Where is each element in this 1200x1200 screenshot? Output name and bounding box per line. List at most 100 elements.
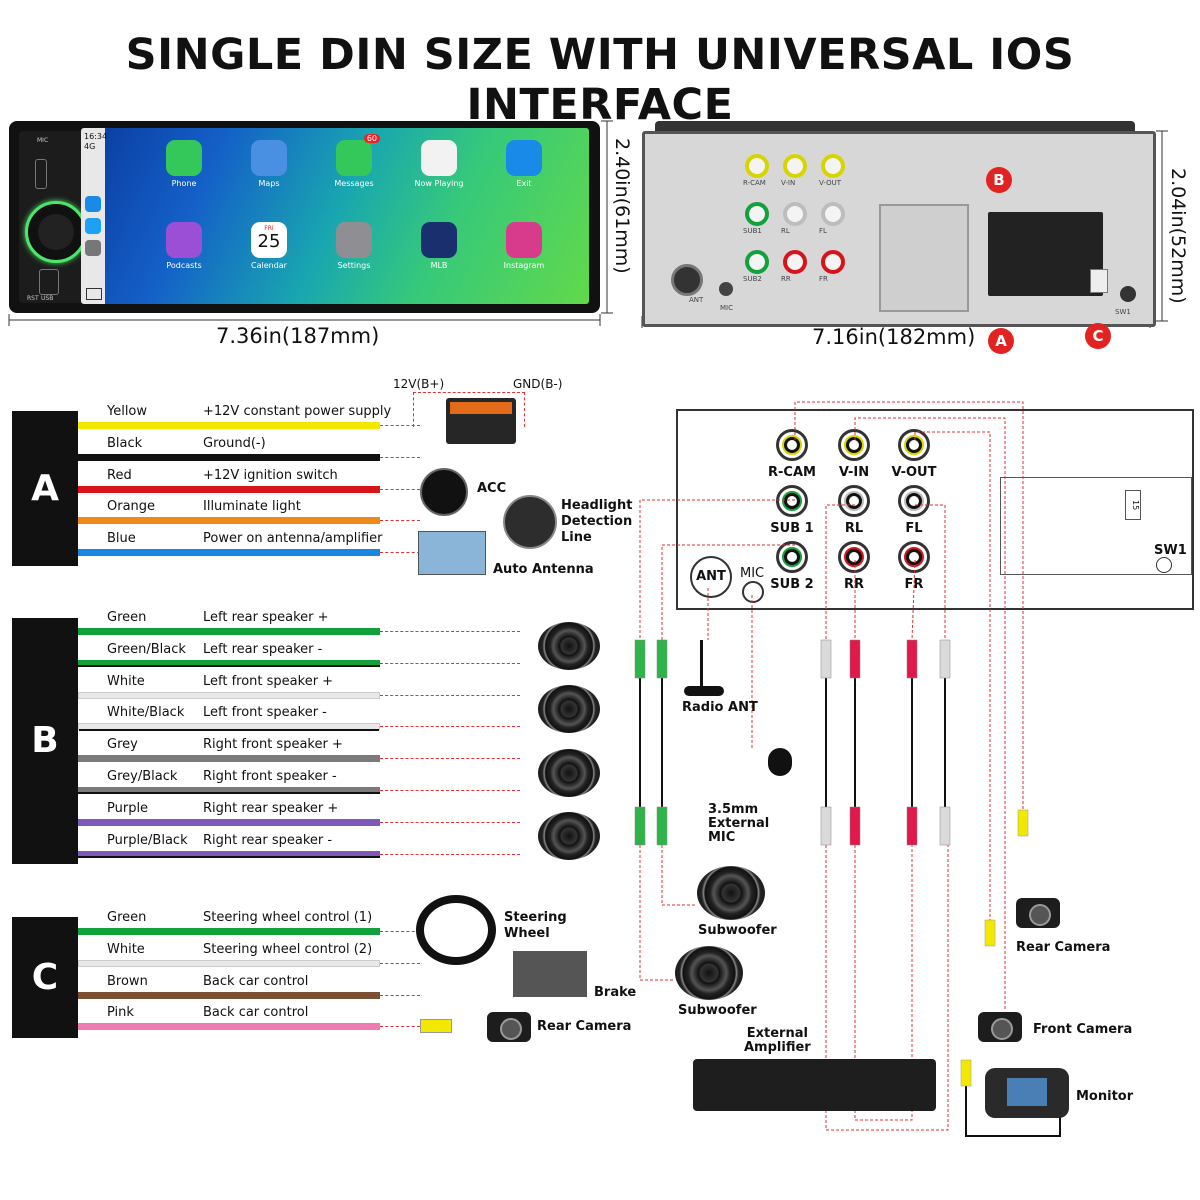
fl-dash	[915, 504, 946, 640]
exit-icon	[506, 140, 542, 176]
lead-line	[380, 520, 420, 522]
back-label-ant: ANT	[689, 296, 704, 304]
rst-label: RST	[27, 295, 39, 302]
wire-color-name: Purple/Black	[107, 832, 188, 848]
wire-function: Ground(-)	[203, 435, 266, 451]
jack-v-in	[838, 429, 870, 461]
lead-line	[380, 694, 520, 696]
lead-line	[380, 1026, 420, 1028]
app-phone[interactable]: Phone	[153, 140, 215, 188]
lead-line	[380, 931, 420, 932]
lead-line	[380, 994, 420, 996]
mic-label: MIC	[37, 137, 49, 144]
app-exit[interactable]: Exit	[493, 140, 555, 188]
app-podcasts[interactable]: Podcasts	[153, 222, 215, 270]
back-jack-fl	[821, 202, 845, 226]
rear-camera-label: Rear Camera	[1016, 940, 1111, 955]
wire-function: +12V ignition switch	[203, 467, 338, 483]
lead-line	[380, 758, 520, 760]
wire-function: Right rear speaker +	[203, 800, 339, 816]
back-jack-fr	[821, 250, 845, 274]
jack-label: SUB 2	[770, 577, 814, 592]
ignition-key-icon	[420, 468, 468, 516]
app-settings[interactable]: Settings	[323, 222, 385, 270]
wire-green	[78, 628, 380, 635]
twitter-icon[interactable]	[85, 218, 101, 234]
volume-knob[interactable]	[25, 201, 87, 263]
wire-color-name: Orange	[107, 499, 156, 515]
app-instagram[interactable]: Instagram	[493, 222, 555, 270]
speaker-3	[538, 749, 600, 797]
app-label: Messages	[334, 179, 374, 188]
rca-plug	[634, 639, 646, 679]
lead-line	[380, 662, 520, 664]
navigation-icon[interactable]	[85, 196, 101, 212]
interface-ant-port: ANT	[690, 556, 732, 598]
rear-camera-left-label: Rear Camera	[537, 1019, 632, 1034]
jack-label: FR	[904, 577, 924, 592]
maps-icon	[251, 140, 287, 176]
back-jack-v-out	[821, 154, 845, 178]
back-jack-label: FR	[819, 275, 828, 283]
app-label: Podcasts	[166, 261, 202, 270]
status-bar: 16:34 4G	[81, 128, 107, 304]
wire-color-name: Pink	[107, 1005, 134, 1021]
app-mlb[interactable]: MLB	[408, 222, 470, 270]
messages-icon: 60	[336, 134, 380, 176]
wire-color-name: White/Black	[107, 705, 185, 721]
back-jack-sub1	[745, 202, 769, 226]
usb-port	[39, 269, 59, 295]
radio-ant-label: Radio ANT	[682, 700, 758, 715]
wire-color-name: White	[107, 941, 145, 957]
now-playing-icon	[421, 140, 457, 176]
app-label: Settings	[337, 261, 371, 270]
video-plug	[1017, 809, 1029, 837]
fr-dash	[911, 559, 916, 641]
app-now-playing[interactable]: Now Playing	[408, 140, 470, 188]
wire-color-name: Yellow	[107, 404, 148, 419]
monitor-label: Monitor	[1076, 1089, 1134, 1104]
app-maps[interactable]: Maps	[238, 140, 300, 188]
wire-function: Left rear speaker -	[203, 641, 323, 657]
jack-label: V-OUT	[891, 465, 937, 480]
unit-control-panel: MIC RST USB	[19, 131, 89, 303]
auto-antenna-icon	[418, 531, 486, 575]
speaker-1	[538, 622, 600, 670]
amplifier-label: External Amplifier	[744, 1026, 811, 1055]
jack-label: RL	[844, 521, 864, 536]
power-button[interactable]	[35, 159, 47, 189]
mic-port	[719, 282, 733, 296]
front-camera-label: Front Camera	[1033, 1022, 1133, 1037]
back-height: 2.04in(52mm)	[1167, 168, 1189, 304]
wire-color-name: Grey/Black	[107, 769, 178, 784]
dashboard-icon[interactable]	[86, 288, 102, 300]
jack-fr	[898, 541, 930, 573]
sub1-dash	[639, 499, 795, 640]
jack-label: RR	[843, 577, 865, 592]
monitor-cable	[965, 1080, 1061, 1137]
interface-sw1-port	[1156, 557, 1172, 573]
mic-icon	[768, 748, 792, 776]
signal-indicator: 4G	[84, 142, 96, 151]
subwoofer-2	[675, 946, 743, 1000]
sw1-connector	[1090, 269, 1108, 293]
marker-c: C	[1085, 323, 1111, 349]
settings-small-icon[interactable]	[85, 240, 101, 256]
rca-plug	[849, 639, 861, 679]
radio-antenna-icon	[680, 640, 740, 696]
subwoofer-2-label: Subwoofer	[678, 1003, 757, 1018]
connector-number: 15	[1125, 490, 1141, 520]
wire-white-black	[78, 723, 380, 732]
amp-rl-fl	[825, 845, 949, 1131]
wire-function: Back car control	[203, 973, 309, 989]
back-width: 7.16in(182mm)	[812, 325, 976, 349]
front-height: 2.40in(61mm)	[611, 138, 633, 274]
wire-yellow	[78, 422, 380, 429]
marker-b: B	[986, 167, 1012, 193]
back-jack-rl	[783, 202, 807, 226]
wire-function: Left rear speaker +	[203, 610, 329, 625]
